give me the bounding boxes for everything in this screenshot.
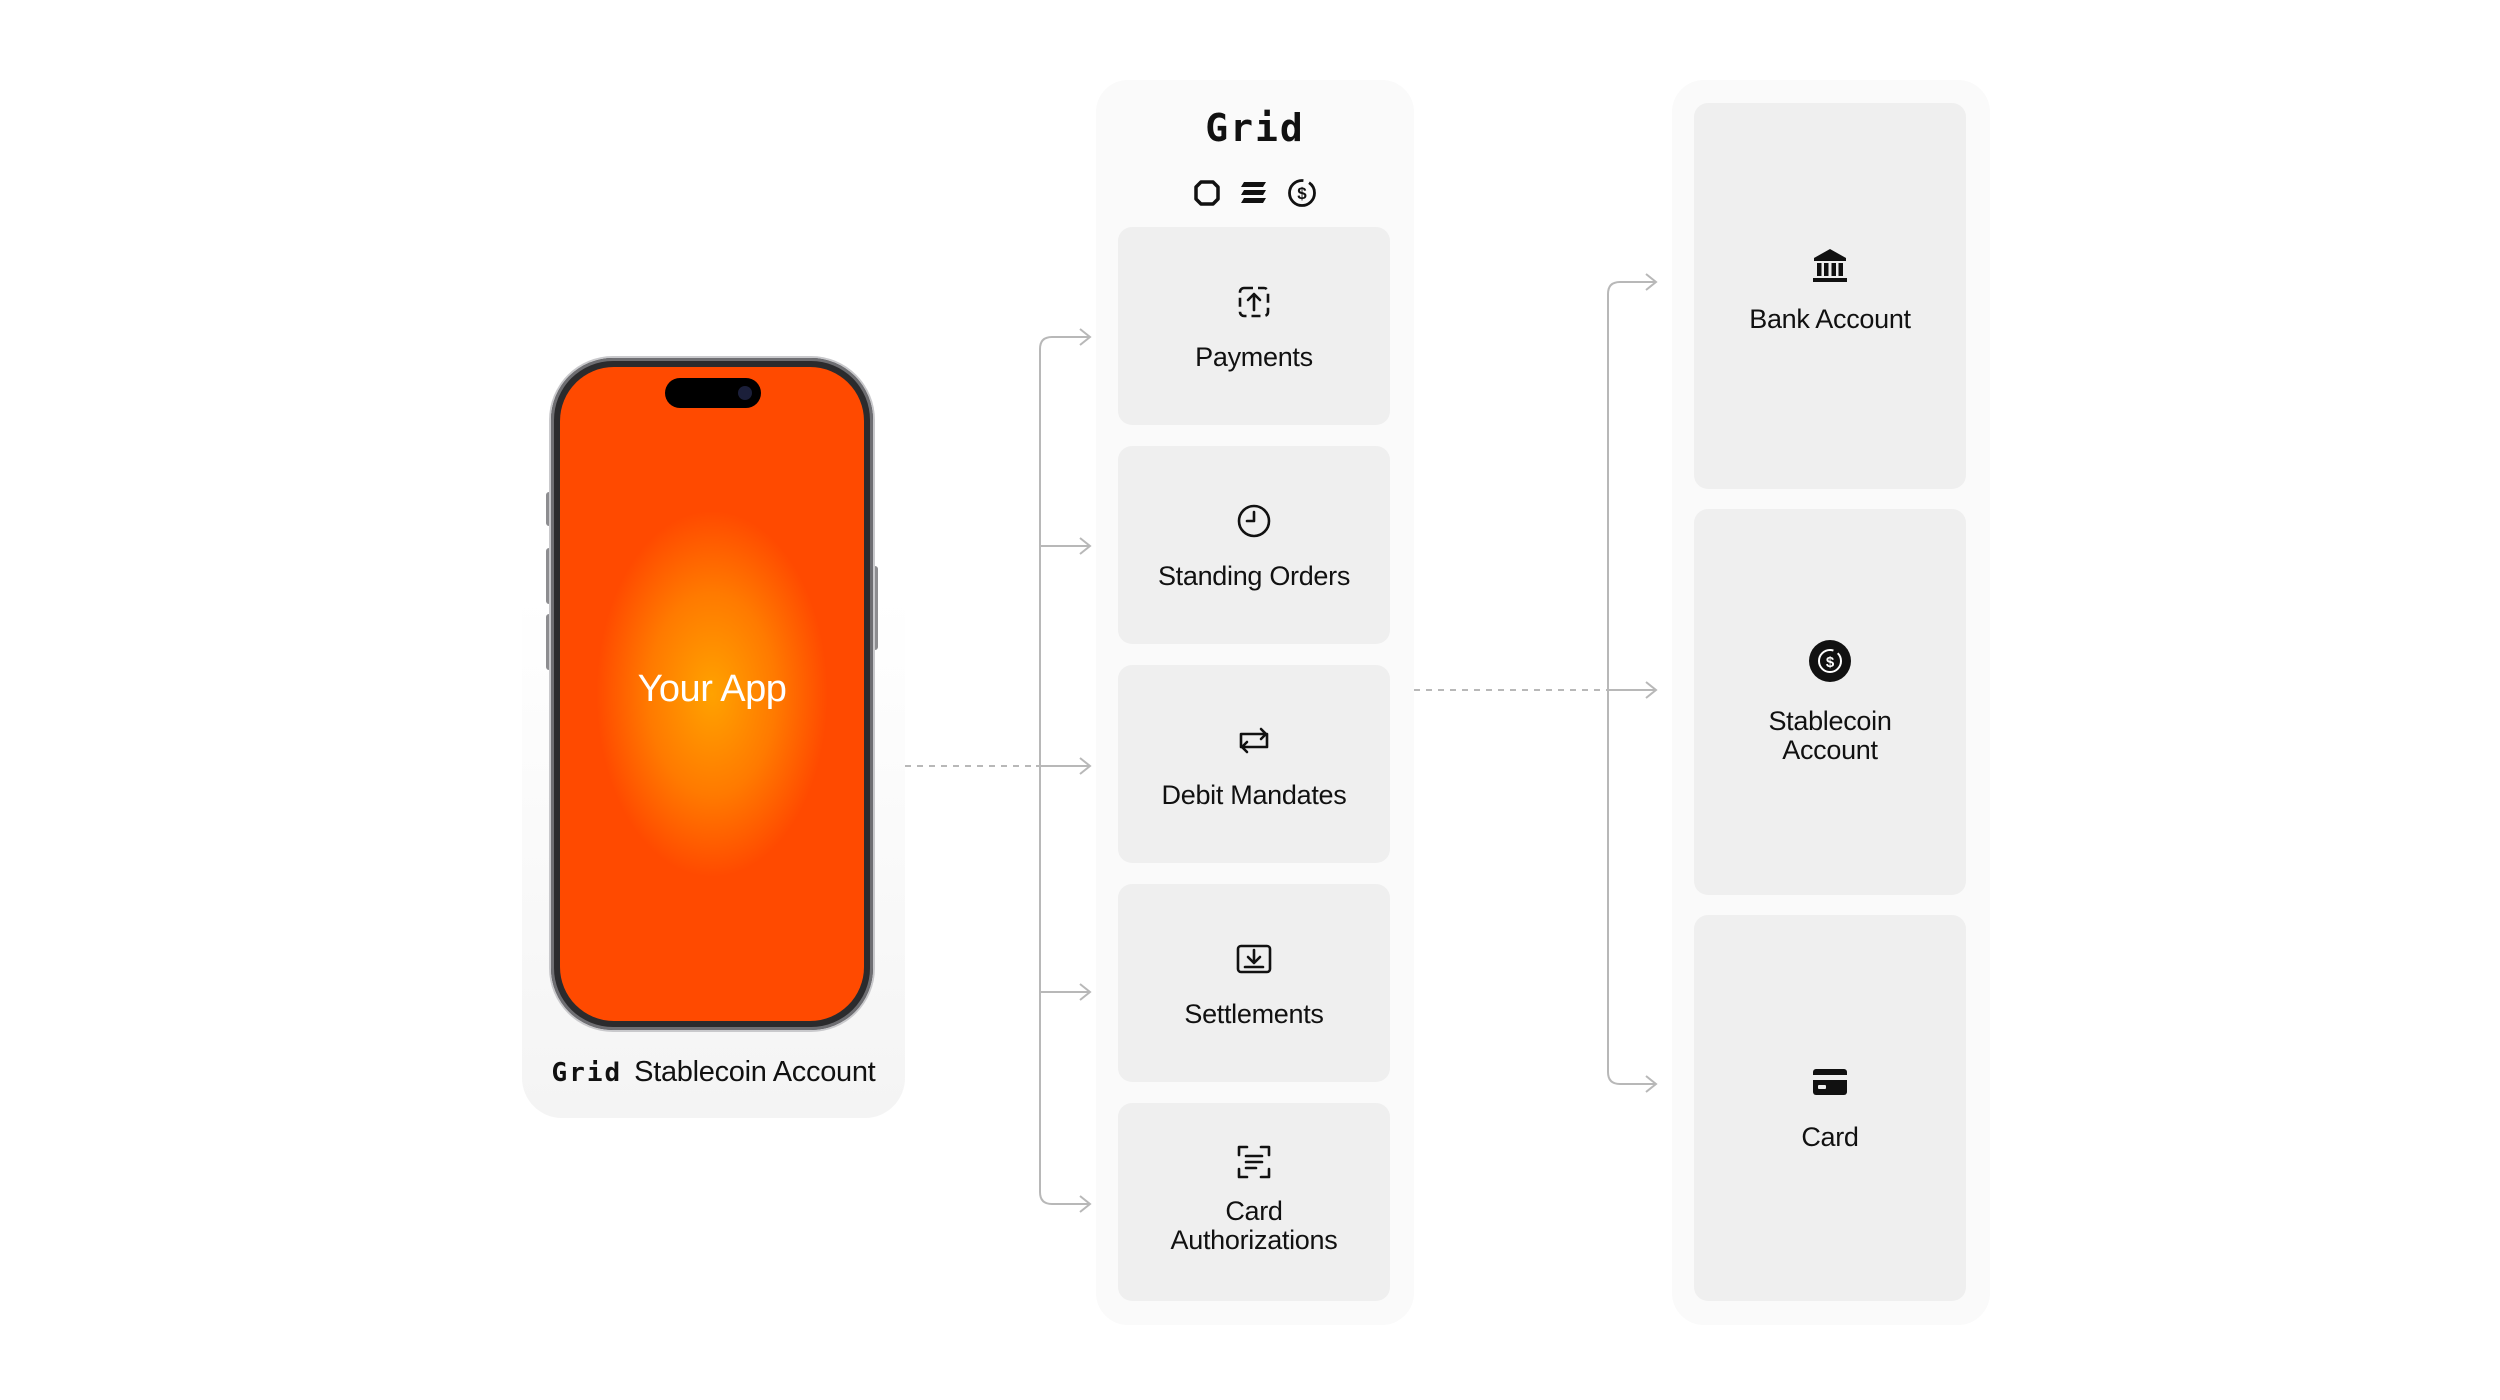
arrowhead [1645, 681, 1658, 699]
phone-volume-up [546, 548, 552, 604]
phone-caption: Grid Stablecoin Account [522, 1056, 905, 1089]
your-app-label: Your App [637, 668, 787, 710]
svg-text:$: $ [1826, 654, 1835, 671]
stablecoin-account-label: Stablecoin Account [1768, 706, 1892, 765]
phone-side-button [872, 566, 878, 650]
phone-volume-down [546, 614, 552, 670]
card-icon [1813, 1069, 1847, 1095]
arrowhead [1645, 273, 1658, 291]
arrowhead [1079, 328, 1092, 346]
grid-logo-small: Grid [551, 1058, 623, 1088]
settlements-card[interactable]: Settlements [1118, 884, 1390, 1082]
grid-logo: Grid [1205, 106, 1305, 150]
card-destination-label: Card [1801, 1122, 1859, 1152]
stack-icon [1241, 182, 1266, 203]
settlements-label: Settlements [1184, 999, 1324, 1029]
phone-action-button [546, 492, 552, 526]
card-destination-card[interactable]: Card [1694, 915, 1966, 1301]
debit-mandates-label: Debit Mandates [1161, 780, 1347, 810]
repeat-icon [1239, 727, 1269, 754]
grid-header-icons: $ [1192, 176, 1318, 210]
bank-account-label: Bank Account [1749, 304, 1911, 334]
bank-account-card[interactable]: Bank Account [1694, 103, 1966, 489]
svg-text:$: $ [1297, 184, 1307, 203]
arrowhead [1645, 1075, 1658, 1093]
arrowhead [1079, 537, 1092, 555]
card-authorizations-label: Card Authorizations [1170, 1196, 1338, 1255]
payments-card[interactable]: Payments [1118, 227, 1390, 425]
standing-orders-label: Standing Orders [1157, 561, 1351, 591]
stablecoin-account-card[interactable]: $ Stablecoin Account [1694, 509, 1966, 895]
card-authorizations-card[interactable]: Card Authorizations [1118, 1103, 1390, 1301]
stablecoin-icon: $ [1809, 640, 1851, 682]
scan-document-icon [1237, 1145, 1271, 1179]
stablecoin-account-caption: Stablecoin Account [634, 1056, 876, 1088]
clock-icon [1237, 504, 1271, 538]
dollar-coin-icon: $ [1288, 179, 1316, 207]
circle-chip-icon [1194, 180, 1220, 206]
arrowhead [1079, 1195, 1092, 1213]
phone-screen [560, 367, 864, 1021]
bank-icon [1813, 249, 1847, 282]
settlement-download-icon [1236, 944, 1272, 974]
destinations-bracket [1607, 281, 1656, 1085]
debit-mandates-card[interactable]: Debit Mandates [1118, 665, 1390, 863]
arrowhead [1079, 757, 1092, 775]
standing-orders-card[interactable]: Standing Orders [1118, 446, 1390, 644]
arrowhead [1079, 983, 1092, 1001]
front-camera [738, 386, 752, 400]
payment-upload-icon [1238, 286, 1270, 318]
payments-label: Payments [1195, 342, 1313, 372]
services-bracket [1039, 336, 1090, 1205]
